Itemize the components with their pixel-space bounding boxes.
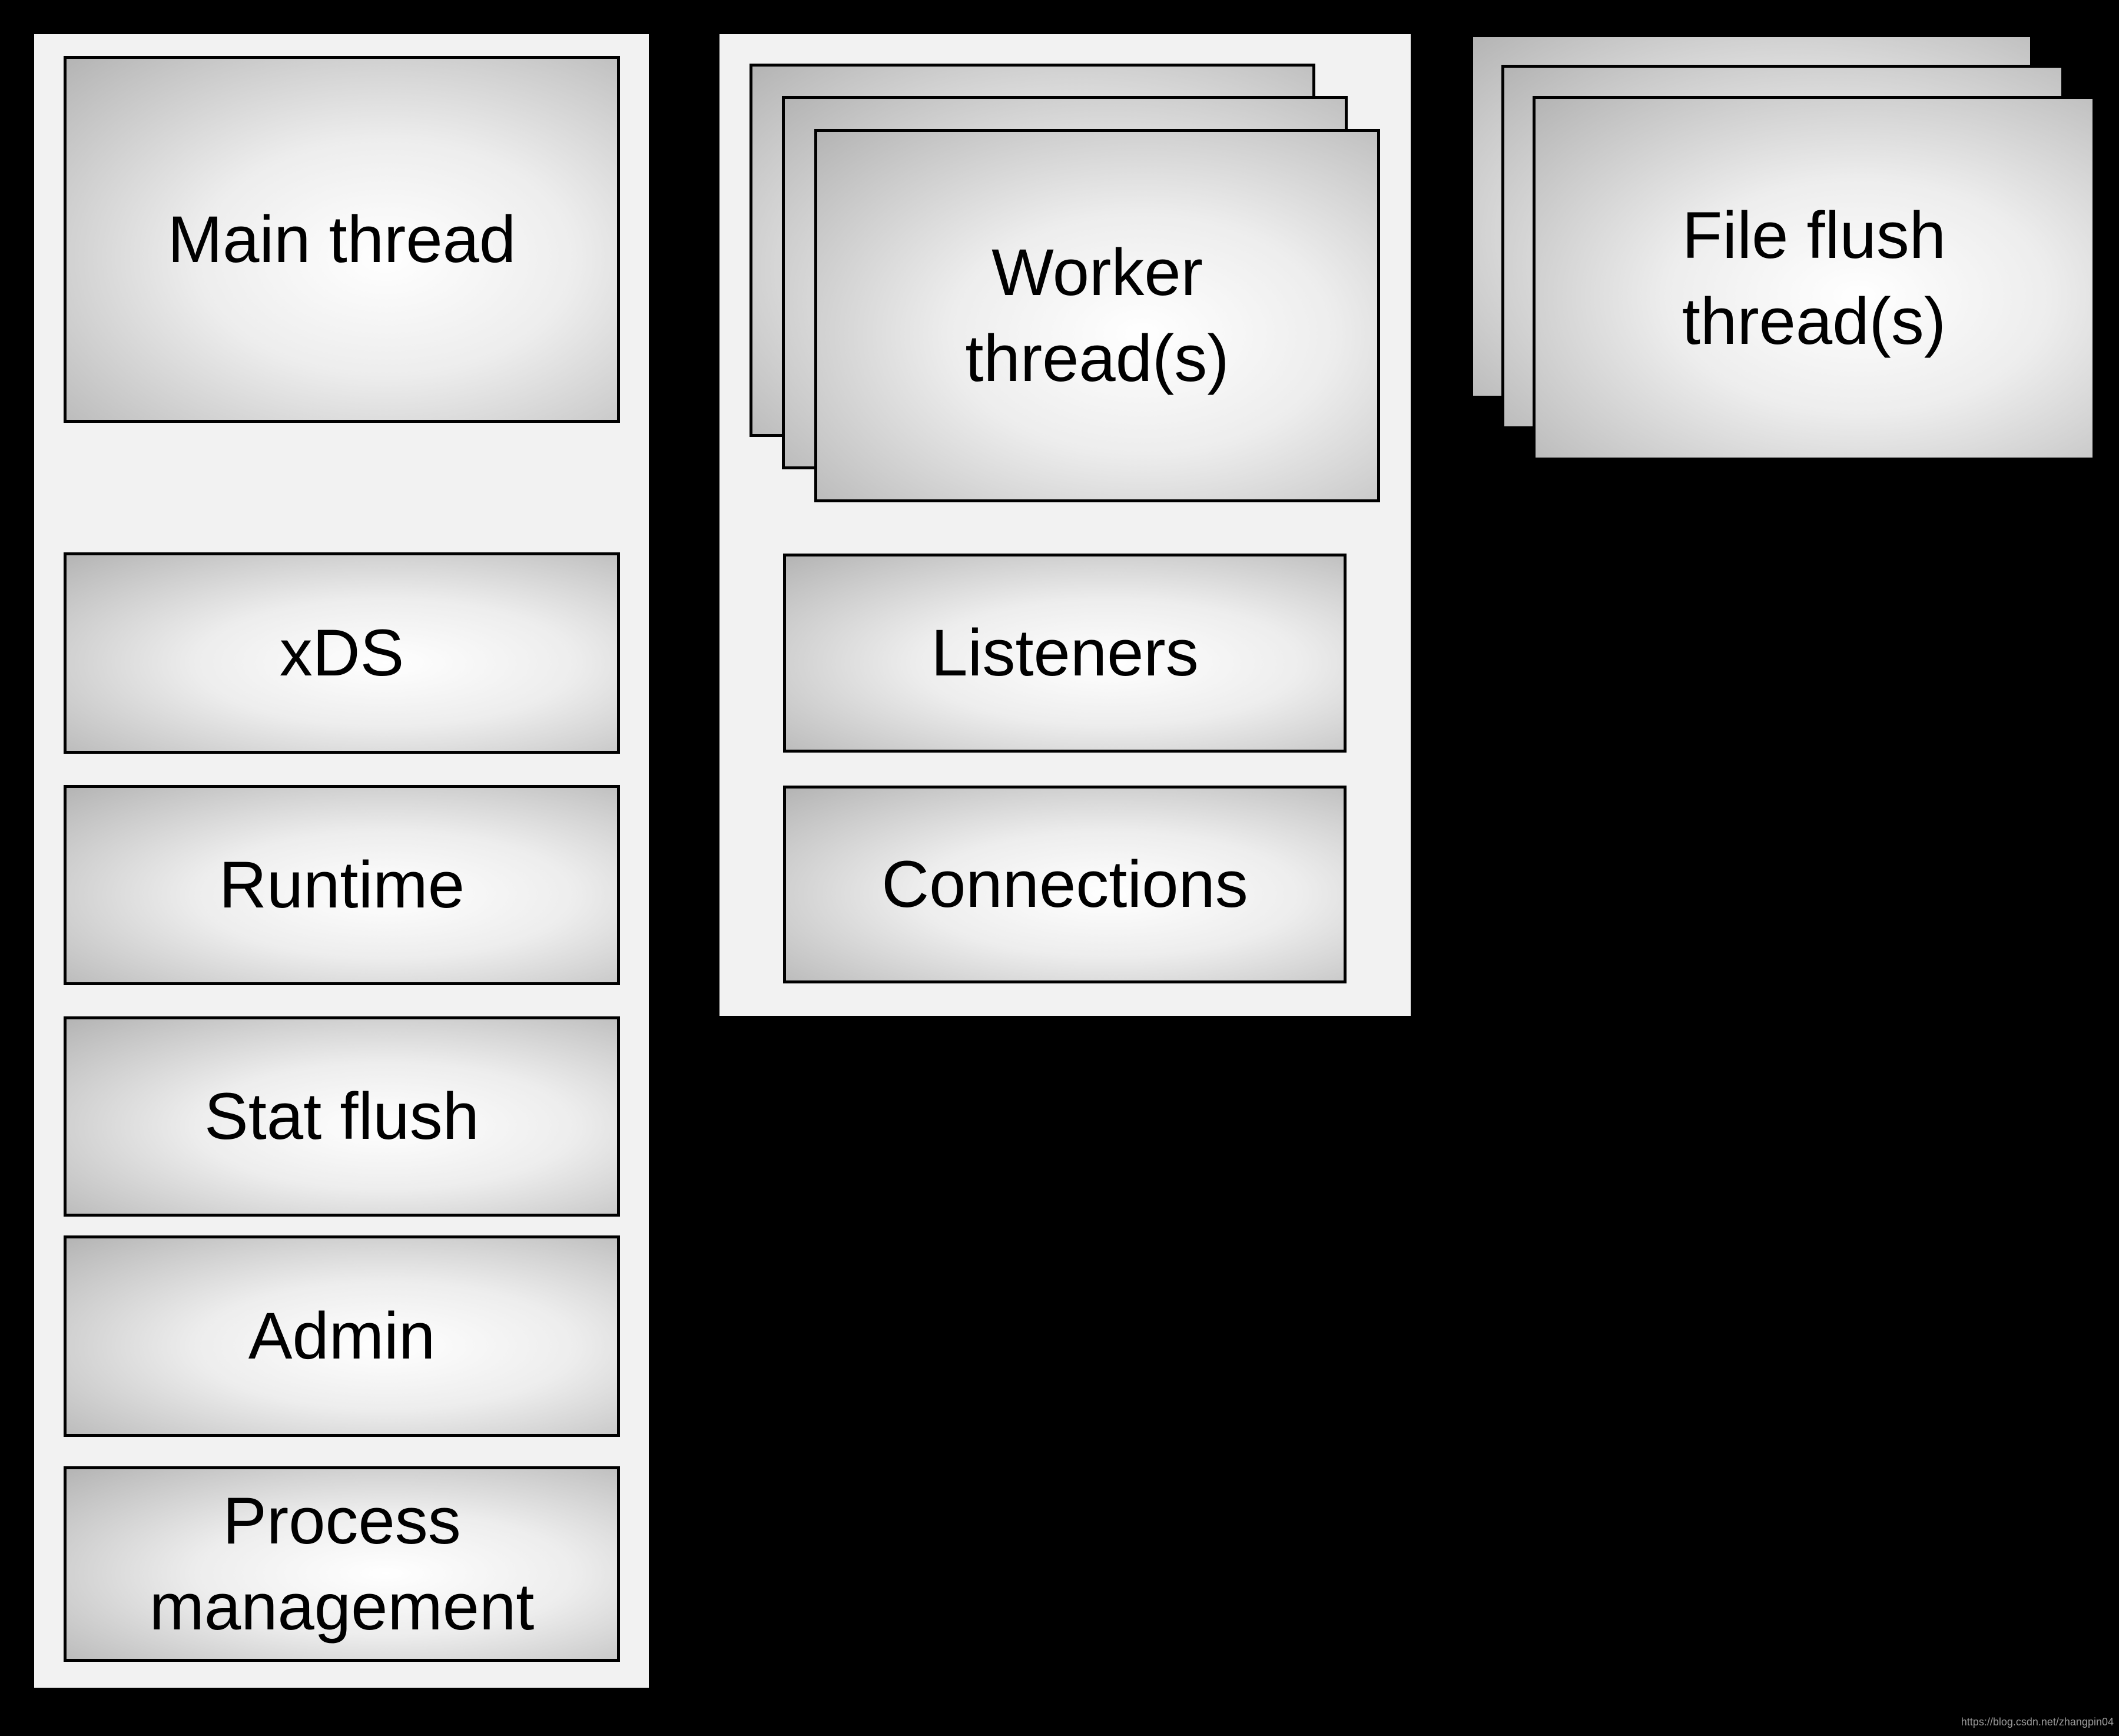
worker-thread-panel: Worker thread(s) Listeners Connections	[719, 34, 1411, 1016]
label-line: Main thread	[167, 202, 516, 276]
label-line: Process	[223, 1484, 461, 1558]
process-management-label: Process management	[67, 1478, 617, 1649]
xds-label: xDS	[67, 610, 617, 696]
label-line: Connections	[881, 847, 1248, 922]
worker-threads-box: Worker thread(s)	[814, 129, 1380, 502]
label-line: Runtime	[218, 848, 465, 922]
label-line: Worker	[991, 236, 1203, 310]
runtime-box: Runtime	[64, 785, 620, 985]
worker-threads-stack: Worker thread(s)	[750, 64, 1380, 502]
process-management-box: Process management	[64, 1466, 620, 1662]
label-line: xDS	[279, 616, 404, 690]
admin-box: Admin	[64, 1235, 620, 1437]
file-flush-threads-label: File flush thread(s)	[1536, 193, 2093, 364]
stat-flush-label: Stat flush	[67, 1074, 617, 1159]
file-flush-threads-box: File flush thread(s)	[1533, 96, 2095, 460]
main-thread-panel: Main thread xDS Runtime Stat flush Admin	[34, 34, 649, 1688]
listeners-box: Listeners	[783, 554, 1347, 753]
main-thread-label: Main thread	[67, 197, 617, 283]
connections-label: Connections	[786, 842, 1344, 927]
label-line: thread(s)	[1682, 284, 1946, 358]
watermark-url: https://blog.csdn.net/zhangpin04	[1961, 1716, 2114, 1728]
runtime-label: Runtime	[67, 842, 617, 928]
label-line: thread(s)	[965, 322, 1229, 395]
main-thread-box: Main thread	[64, 56, 620, 423]
label-line: Stat flush	[204, 1079, 479, 1154]
file-flush-threads-stack: File flush thread(s)	[1470, 34, 2095, 460]
connections-box: Connections	[783, 786, 1347, 983]
label-line: Admin	[248, 1299, 436, 1373]
worker-threads-label: Worker thread(s)	[817, 230, 1377, 401]
label-line: management	[149, 1570, 535, 1644]
xds-box: xDS	[64, 552, 620, 754]
label-line: File flush	[1682, 198, 1946, 272]
label-line: Listeners	[931, 616, 1199, 690]
listeners-label: Listeners	[786, 610, 1344, 696]
stat-flush-box: Stat flush	[64, 1016, 620, 1217]
admin-label: Admin	[67, 1293, 617, 1379]
